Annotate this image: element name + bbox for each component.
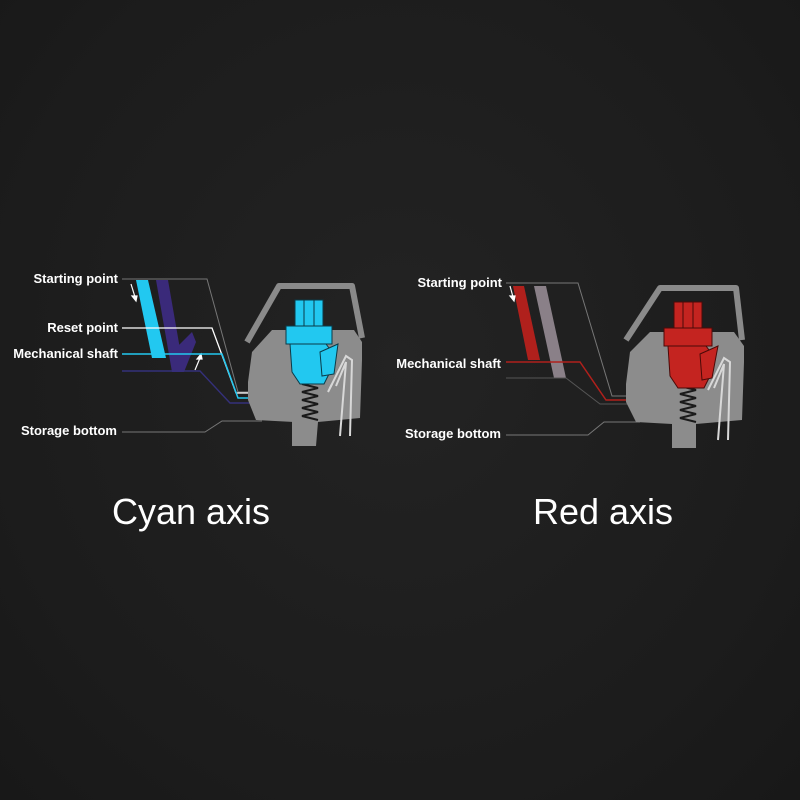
cyan-travel-bar — [136, 280, 166, 358]
shaft-secondary-leader — [122, 370, 262, 404]
mechanical-shaft-leader — [506, 361, 638, 401]
cyan-starting-point-label: Starting point — [33, 271, 119, 286]
cyan-reset-notch — [172, 332, 196, 372]
red-storage-bottom-label: Storage bottom — [404, 426, 501, 441]
red-mechanical-shaft-label: Mechanical shaft — [396, 356, 501, 371]
storage-bottom-leader — [122, 420, 262, 433]
red-travel-bar — [513, 286, 540, 360]
red-starting-point-label: Starting point — [417, 275, 503, 290]
cyan-mechanical-shaft-label: Mechanical shaft — [13, 346, 118, 361]
cyan-stem — [285, 299, 339, 385]
down-arrow-icon — [130, 283, 138, 303]
contact-leaf-icon — [707, 356, 732, 441]
red-stem — [663, 301, 719, 389]
shaft-secondary-leader — [506, 377, 638, 405]
spring-icon — [679, 385, 697, 423]
storage-bottom-leader — [506, 421, 640, 436]
up-arrow-icon — [194, 352, 203, 371]
cyan-reset-point-label: Reset point — [47, 320, 118, 335]
contact-leaf-icon — [327, 354, 354, 437]
cyan-storage-bottom-label: Storage bottom — [20, 423, 117, 438]
red-switch-diagram — [506, 282, 745, 448]
mechanical-shaft-leader — [122, 353, 262, 399]
down-arrow-icon — [508, 285, 516, 303]
cyan-axis-title: Cyan axis — [111, 491, 271, 532]
starting-point-leader — [506, 282, 638, 397]
red-secondary-bar — [534, 286, 566, 378]
spring-icon — [301, 383, 319, 421]
cyan-switch-diagram — [122, 278, 365, 446]
red-axis-title: Red axis — [532, 491, 674, 532]
